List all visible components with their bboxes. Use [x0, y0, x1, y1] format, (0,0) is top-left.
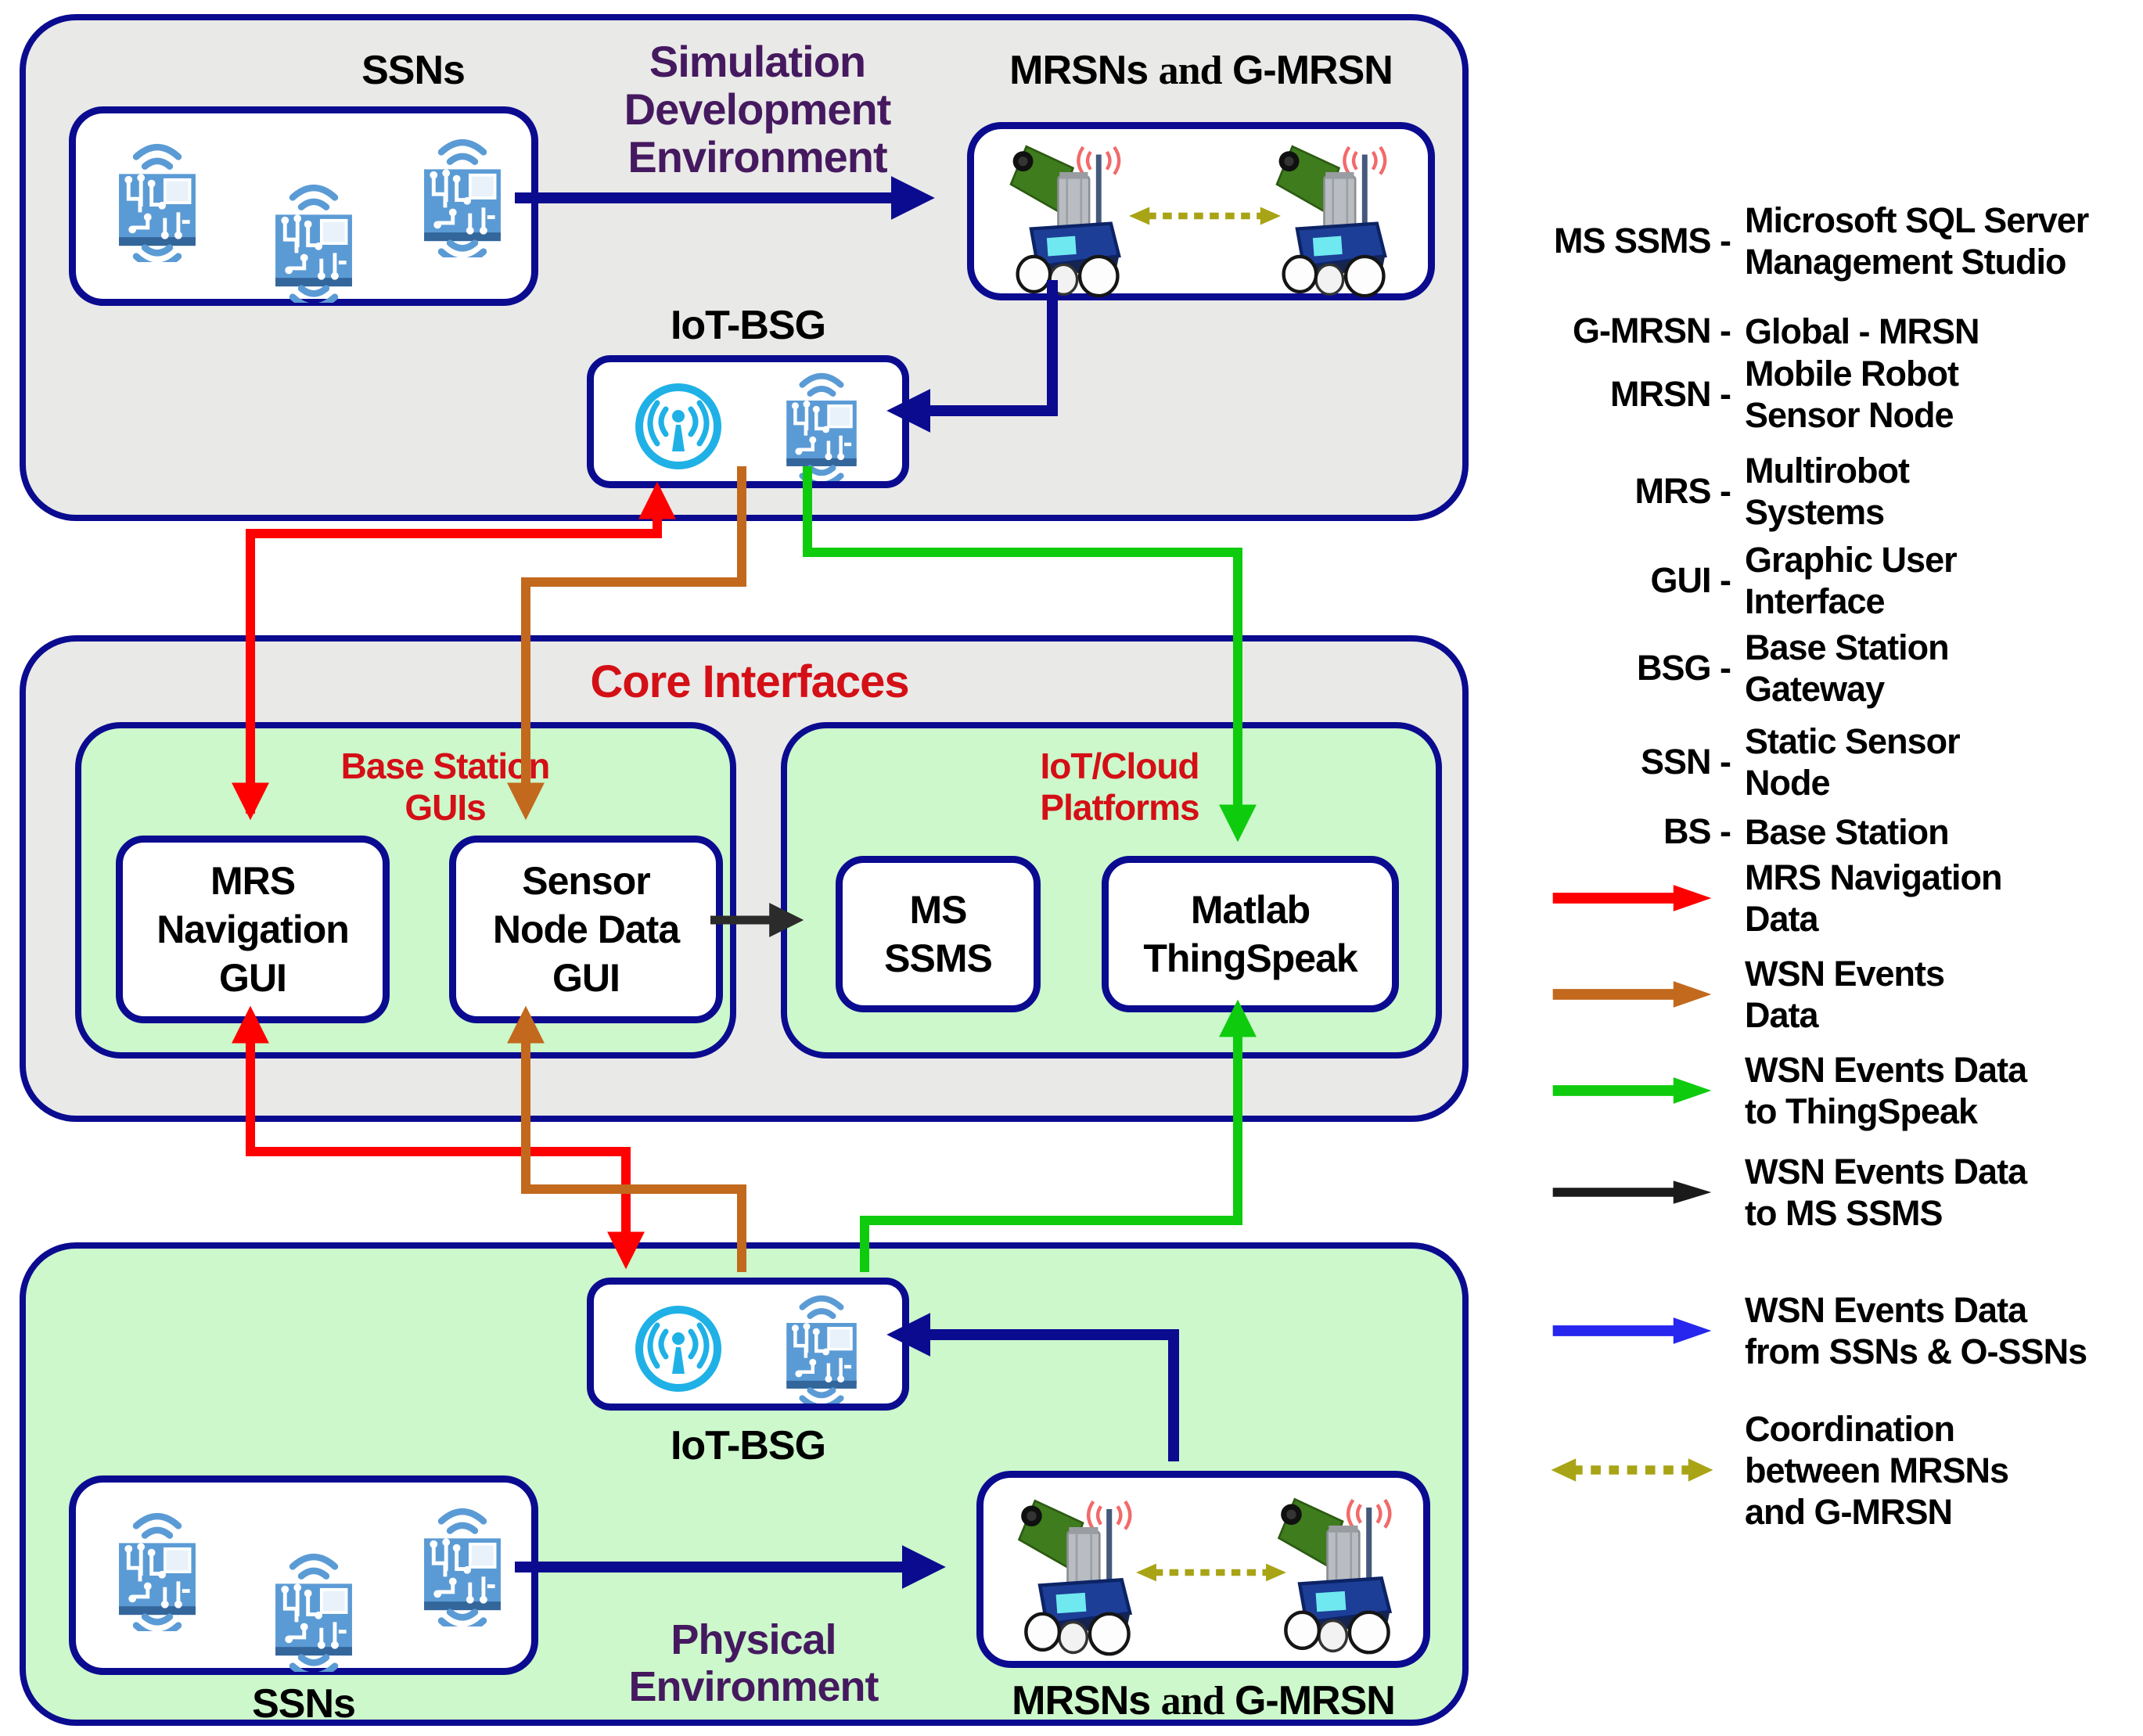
section-title-core-interfaces: Core Interfaces	[590, 656, 909, 707]
chip-wifi-icon	[412, 1498, 512, 1626]
legend-arrow-coordination: Coordination between MRSNs and G-MRSN	[1518, 1404, 2143, 1536]
chip-wifi-icon	[107, 1503, 207, 1631]
legend-abbrev-mrsn: MRSN - Mobile Robot Sensor Node	[1610, 354, 1959, 435]
ssns-box-simulation	[69, 106, 538, 306]
bsg-group-label: Base Station GUIs	[340, 746, 551, 828]
physical-environment-section: IoT-BSG SSNs Physical Environment MRSNs …	[20, 1242, 1469, 1727]
mrsn-box-physical	[976, 1471, 1430, 1668]
ms-ssms-label: MS SSMS	[884, 888, 993, 980]
chip-wifi-icon	[264, 1544, 364, 1672]
mrs-navigation-gui-box: MRS Navigation GUI	[116, 836, 390, 1023]
dashed-double-arrow-icon	[1518, 1455, 1731, 1485]
ssns-box-physical	[69, 1475, 538, 1675]
legend-arrow-blue: WSN Events Data from SSNs & O-SSNs	[1518, 1287, 2143, 1375]
black-arrow-icon	[1518, 1177, 1731, 1207]
antenna-broadcast-icon	[631, 1302, 725, 1396]
simulation-environment-section: SSNs Simulation Development Environment …	[20, 14, 1469, 521]
legend-abbrev-gui: GUI - Graphic User Interface	[1650, 540, 1958, 621]
antenna-broadcast-icon	[631, 379, 725, 473]
orange-arrow-icon	[1518, 979, 1731, 1009]
legend-arrow-orange: WSN Events Data	[1518, 951, 2143, 1038]
iot-cloud-platforms-group: IoT/Cloud Platforms MS SSMS Matlab Thing…	[781, 722, 1442, 1058]
dashed-double-arrow-icon	[1134, 1558, 1289, 1587]
legend-arrow-black: WSN Events Data to MS SSMS	[1518, 1148, 2143, 1236]
iotbsg-label-top: IoT-BSG	[670, 303, 826, 348]
mrsn-label-bottom: MRSNs and G-MRSN	[1012, 1678, 1396, 1723]
iotbsg-box-physical	[587, 1278, 909, 1411]
iot-group-label: IoT/Cloud Platforms	[1040, 746, 1199, 828]
matlab-thingspeak-box: Matlab ThingSpeak	[1102, 856, 1399, 1012]
mrsn-label-top: MRSNs and G-MRSN	[1009, 48, 1393, 93]
legend-arrow-green: WSN Events Data to ThingSpeak	[1518, 1047, 2143, 1134]
section-title-simulation: Simulation Development Environment	[624, 37, 892, 182]
dashed-double-arrow-icon	[1127, 201, 1283, 231]
red-arrow-icon	[1518, 883, 1731, 913]
legend-arrow-red: MRS Navigation Data	[1518, 854, 2143, 942]
section-title-physical: Physical Environment	[628, 1616, 879, 1710]
sensor-node-data-gui-label: Sensor Node Data GUI	[492, 859, 680, 1000]
legend-abbrev-bsg: BSG - Base Station Gateway	[1636, 627, 1950, 709]
mrsn-box-simulation	[967, 122, 1435, 300]
legend-abbrev-mrs: MRS - Multirobot Systems	[1634, 451, 1910, 532]
ms-ssms-box: MS SSMS	[836, 856, 1041, 1012]
chip-wifi-icon	[775, 364, 868, 481]
green-arrow-icon	[1518, 1076, 1731, 1105]
matlab-thingspeak-label: Matlab ThingSpeak	[1143, 888, 1357, 980]
sensor-node-data-gui-box: Sensor Node Data GUI	[449, 836, 723, 1023]
chip-wifi-icon	[412, 129, 512, 257]
base-station-guis-group: Base Station GUIs MRS Navigation GUI Sen…	[75, 722, 736, 1058]
iotbsg-box-simulation	[587, 355, 909, 488]
legend-abbrev-ms-ssms: MS SSMS - Microsoft SQL Server Managemen…	[1553, 200, 2089, 282]
mobile-robot-icon	[996, 135, 1145, 298]
iotbsg-label-bottom: IoT-BSG	[670, 1423, 826, 1468]
legend-abbrev-ssn: SSN - Static Sensor Node	[1640, 721, 1961, 803]
ssns-label-top: SSNs	[361, 48, 466, 93]
legend-abbrev-bs: BS - Base Station	[1663, 811, 1950, 852]
ssns-label-bottom: SSNs	[252, 1681, 356, 1727]
blue-arrow-icon	[1518, 1316, 1731, 1346]
chip-wifi-icon	[264, 174, 364, 303]
legend-abbrev-g-mrsn: G-MRSN - Global - MRSN	[1573, 311, 1979, 351]
mobile-robot-icon	[1262, 135, 1411, 298]
chip-wifi-icon	[107, 134, 207, 262]
core-interfaces-section: Core Interfaces Base Station GUIs MRS Na…	[20, 635, 1469, 1122]
mrs-navigation-gui-label: MRS Navigation GUI	[156, 859, 350, 1000]
chip-wifi-icon	[775, 1286, 868, 1404]
